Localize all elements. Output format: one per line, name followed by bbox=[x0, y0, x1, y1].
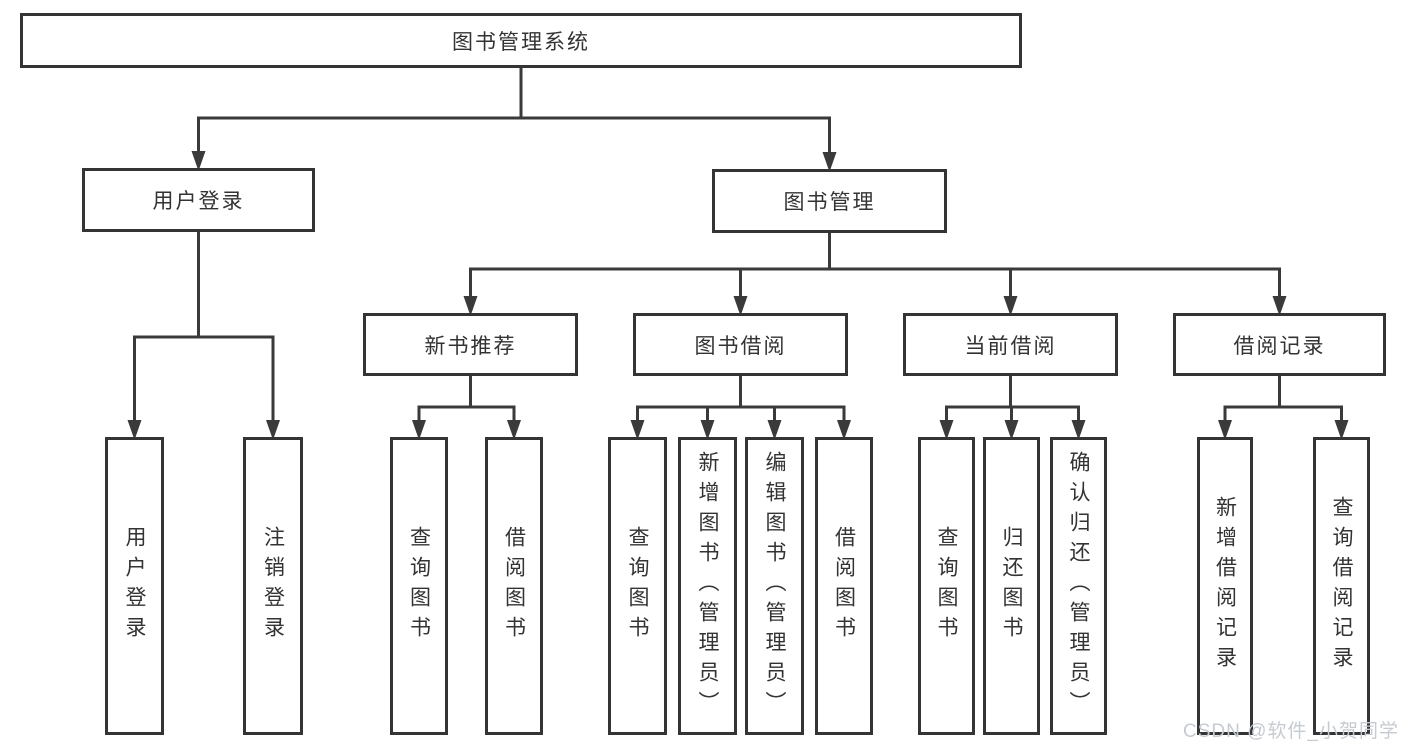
node-label: 图书管理系统 bbox=[452, 30, 590, 54]
arrowhead-icon bbox=[127, 420, 142, 440]
node-label: 注销登录 bbox=[261, 526, 285, 646]
node-bb-borrow-book: 借阅图书 bbox=[815, 437, 873, 735]
node-book-mgmt: 图书管理 bbox=[712, 169, 947, 233]
node-label: 借阅图书 bbox=[502, 526, 526, 646]
arrowhead-icon bbox=[463, 296, 478, 316]
arrowhead-icon bbox=[630, 420, 645, 440]
node-new-book-rec: 新书推荐 bbox=[363, 313, 578, 376]
arrowhead-icon bbox=[767, 420, 782, 440]
arrowhead-icon bbox=[1071, 420, 1086, 440]
node-label: 确认归还（管理员） bbox=[1067, 451, 1091, 721]
node-bb-edit-book: 编辑图书（管理员） bbox=[745, 437, 804, 735]
node-label: 新增图书（管理员） bbox=[696, 451, 720, 721]
node-cb-query-book: 查询图书 bbox=[918, 437, 975, 735]
arrowhead-icon bbox=[837, 420, 851, 440]
node-root: 图书管理系统 bbox=[20, 13, 1022, 68]
node-label: 查询图书 bbox=[626, 526, 650, 646]
node-label: 查询图书 bbox=[935, 526, 959, 646]
node-bb-query-book: 查询图书 bbox=[608, 437, 667, 735]
arrowhead-icon bbox=[700, 420, 715, 440]
arrowhead-icon bbox=[1334, 420, 1349, 440]
node-book-borrow: 图书借阅 bbox=[633, 313, 848, 376]
arrowhead-icon bbox=[412, 420, 426, 440]
node-borrow-records: 借阅记录 bbox=[1173, 313, 1386, 376]
node-nbr-borrow-book: 借阅图书 bbox=[485, 437, 543, 735]
arrowhead-icon bbox=[1004, 420, 1019, 440]
node-current-borrow: 当前借阅 bbox=[903, 313, 1118, 376]
node-label: 新书推荐 bbox=[424, 334, 517, 358]
node-label: 归还图书 bbox=[1000, 526, 1024, 646]
node-cb-confirm-return: 确认归还（管理员） bbox=[1050, 437, 1107, 735]
arrowhead-icon bbox=[266, 420, 280, 440]
node-br-query-record: 查询借阅记录 bbox=[1313, 437, 1370, 735]
node-label: 图书管理 bbox=[783, 191, 876, 214]
arrowhead-icon bbox=[1272, 296, 1287, 316]
arrowhead-icon bbox=[733, 296, 748, 316]
node-label: 新增借阅记录 bbox=[1213, 496, 1237, 676]
watermark: CSDN @软件_小贺同学 bbox=[1183, 721, 1399, 742]
node-label: 查询图书 bbox=[407, 526, 431, 646]
node-logout: 注销登录 bbox=[243, 437, 303, 735]
arrowhead-icon bbox=[191, 151, 206, 171]
arrowhead-icon bbox=[939, 420, 954, 440]
node-bb-add-book: 新增图书（管理员） bbox=[678, 437, 737, 735]
node-label: 借阅记录 bbox=[1233, 334, 1326, 358]
node-login: 用户登录 bbox=[105, 437, 164, 735]
node-label: 借阅图书 bbox=[832, 526, 856, 646]
node-label: 用户登录 bbox=[152, 190, 245, 213]
node-label: 当前借阅 bbox=[964, 334, 1057, 358]
node-br-add-record: 新增借阅记录 bbox=[1197, 437, 1253, 735]
node-label: 编辑图书（管理员） bbox=[763, 451, 787, 721]
node-label: 用户登录 bbox=[123, 526, 147, 646]
arrowhead-icon bbox=[822, 152, 837, 172]
node-label: 查询借阅记录 bbox=[1330, 496, 1354, 676]
arrowhead-icon bbox=[1218, 420, 1232, 440]
node-user-login: 用户登录 bbox=[82, 168, 315, 232]
node-cb-return-book: 归还图书 bbox=[983, 437, 1040, 735]
arrowhead-icon bbox=[507, 420, 521, 440]
node-nbr-query-book: 查询图书 bbox=[390, 437, 448, 735]
node-label: 图书借阅 bbox=[694, 334, 787, 358]
arrowhead-icon bbox=[1003, 296, 1018, 316]
